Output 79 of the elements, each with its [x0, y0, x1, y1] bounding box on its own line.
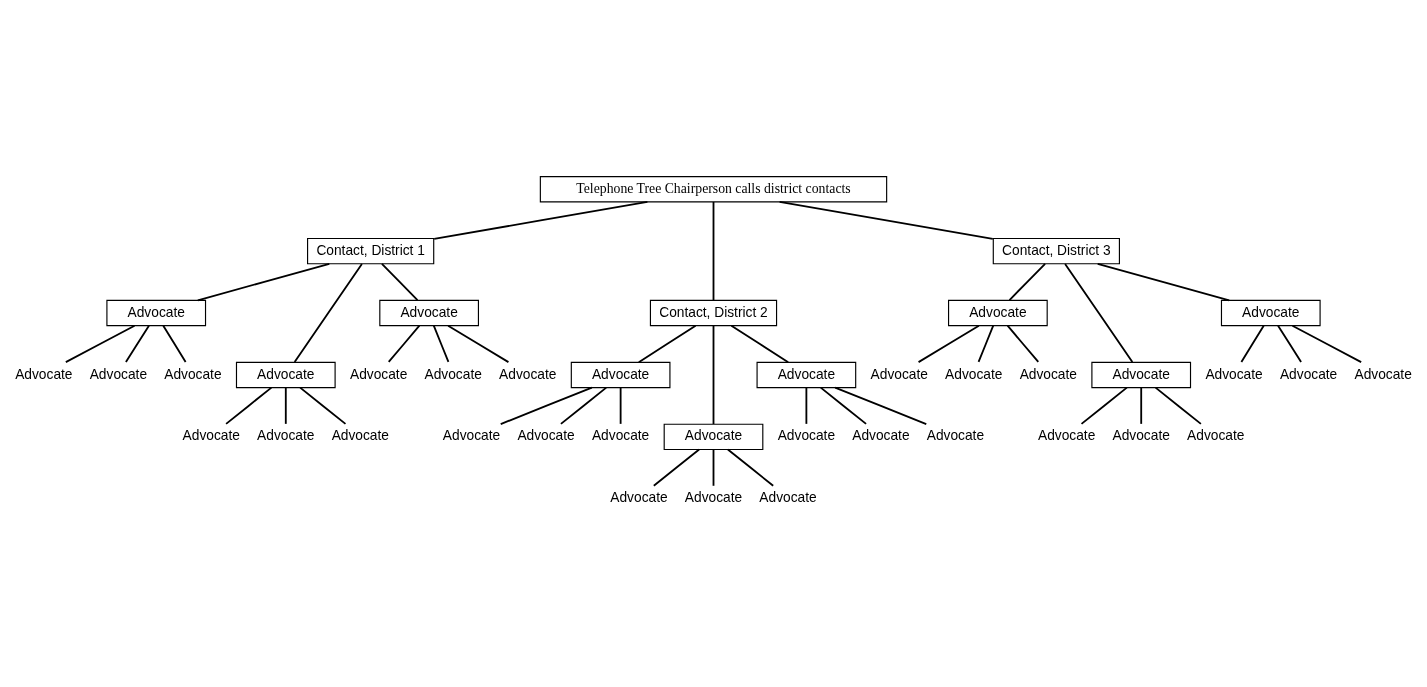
node-text: Advocate — [517, 427, 575, 443]
node-box: Advocate — [106, 299, 207, 326]
connector — [1291, 324, 1363, 363]
node-box: Contact, District 3 — [992, 237, 1120, 264]
node-box: Contact, District 2 — [649, 299, 778, 326]
connector — [447, 324, 510, 363]
connector — [834, 386, 928, 425]
node-text: Advocate — [870, 366, 928, 382]
node-text: Advocate — [499, 366, 557, 382]
connector — [977, 324, 995, 363]
connector — [1080, 386, 1128, 425]
connector — [1064, 262, 1134, 363]
connector — [1008, 262, 1046, 301]
node-text: Advocate — [350, 366, 408, 382]
connector — [726, 448, 775, 487]
node-text: Advocate — [1187, 427, 1245, 443]
connector — [432, 324, 450, 363]
connector — [712, 324, 715, 425]
connector — [778, 200, 994, 240]
connector — [819, 386, 867, 425]
node-box: Advocate — [948, 299, 1048, 326]
connector — [293, 262, 363, 363]
connector — [225, 386, 273, 425]
connector — [1096, 262, 1231, 301]
connector — [1240, 324, 1265, 363]
node-text: Advocate — [591, 427, 650, 443]
node-text: Advocate — [182, 427, 240, 443]
node-box: Advocate — [570, 361, 671, 388]
connector — [560, 386, 608, 425]
connector — [805, 386, 808, 425]
connector — [64, 324, 136, 363]
connector — [433, 200, 649, 240]
connector — [652, 448, 701, 487]
node-text: Advocate — [331, 427, 389, 443]
connector — [499, 386, 593, 425]
node-text: Advocate — [1205, 366, 1263, 382]
connector — [712, 200, 715, 301]
node-box: Advocate — [1091, 361, 1192, 388]
node-text: Advocate — [926, 427, 985, 443]
node-box: Contact, District 1 — [307, 237, 435, 264]
node-text: Advocate — [257, 427, 315, 443]
node-text: Advocate — [15, 366, 73, 382]
connector — [637, 324, 697, 363]
node-text: Advocate — [442, 427, 501, 443]
connector — [196, 262, 331, 301]
connector — [387, 324, 421, 363]
node-text: Advocate — [852, 427, 910, 443]
connector — [1006, 324, 1040, 363]
node-box: Telephone Tree Chairperson calls district contacts — [539, 175, 888, 202]
node-text: Advocate — [1279, 366, 1338, 382]
connector — [917, 324, 980, 363]
connector — [381, 262, 419, 301]
node-text: Advocate — [777, 427, 836, 443]
node-box: Advocate — [1220, 299, 1321, 326]
connector — [1277, 324, 1302, 363]
node-text: Advocate — [684, 489, 743, 505]
node-box: Advocate — [663, 423, 764, 450]
node-text: Advocate — [1019, 366, 1077, 382]
node-text: Advocate — [89, 366, 148, 382]
connector — [1154, 386, 1202, 425]
node-box: Advocate — [379, 299, 479, 326]
connector — [162, 324, 187, 363]
connector — [299, 386, 347, 425]
connector — [125, 324, 150, 363]
node-text: Advocate — [1112, 427, 1170, 443]
node-text: Advocate — [164, 366, 222, 382]
node-text: Advocate — [945, 366, 1003, 382]
node-text: Advocate — [424, 366, 482, 382]
connector — [1140, 386, 1143, 425]
connector — [284, 386, 287, 425]
node-text: Advocate — [1354, 366, 1412, 382]
connector — [730, 324, 790, 363]
node-text: Advocate — [1038, 427, 1096, 443]
node-text: Advocate — [610, 489, 668, 505]
connector — [712, 448, 715, 487]
node-box: Advocate — [235, 361, 336, 388]
connector — [619, 386, 622, 425]
node-box: Advocate — [756, 361, 857, 388]
node-text: Advocate — [759, 489, 817, 505]
